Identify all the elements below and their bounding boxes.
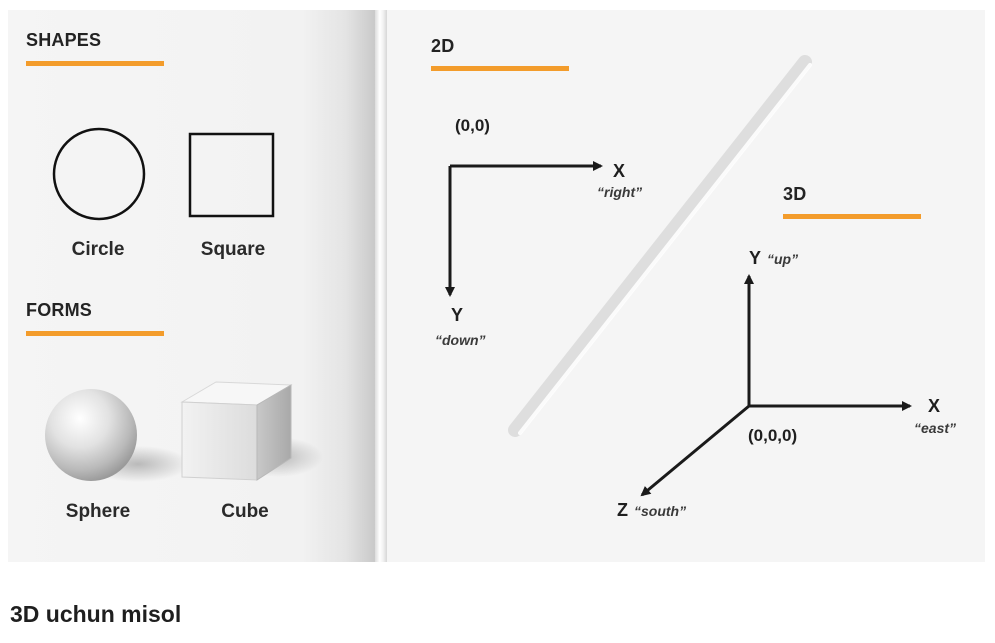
coordinate-systems-panel: 2D (0,0) X “right” Y “down” 3D Y “up” (0… (387, 10, 985, 562)
cube-icon (180, 381, 293, 481)
heading-3d-underline (783, 214, 921, 219)
shapes-heading: SHAPES (26, 30, 102, 50)
axes-2d (445, 161, 603, 297)
square-label: Square (200, 239, 266, 260)
y-axis-2d-letter: Y (451, 305, 464, 325)
cube-label: Cube (221, 501, 269, 522)
circle-label: Circle (71, 239, 125, 260)
diagonal-separator (508, 55, 812, 437)
z-axis-3d-word: “south” (634, 503, 687, 519)
origin-2d-label: (0,0) (455, 116, 490, 135)
heading-2d-underline (431, 66, 569, 71)
coordinate-drawing (445, 55, 912, 497)
panel-divider (375, 10, 387, 562)
shapes-dimensions-figure: SHAPES Circle Square FORMS (8, 10, 985, 562)
heading-3d: 3D (783, 184, 807, 204)
z-axis-3d-letter: Z (617, 500, 628, 520)
forms-heading-underline (26, 331, 164, 336)
y-axis-3d-word: “up” (767, 251, 799, 267)
x-axis-3d-letter: X (928, 396, 941, 416)
forms-heading: FORMS (26, 300, 92, 320)
x-axis-2d-letter: X (613, 161, 626, 181)
figure-caption: 3D uchun misol (10, 601, 182, 627)
heading-2d: 2D (431, 36, 455, 56)
sphere-label: Sphere (65, 501, 131, 522)
y-axis-3d-letter: Y (749, 248, 762, 268)
z-axis-3d (640, 404, 750, 497)
axes-3d (640, 274, 912, 497)
y-axis-2d-word: “down” (435, 332, 486, 348)
sphere-icon (45, 389, 137, 481)
shapes-drawing (52, 127, 275, 221)
shapes-forms-panel: SHAPES Circle Square FORMS (8, 10, 375, 562)
shapes-heading-underline (26, 61, 164, 66)
x-axis-3d-word: “east” (914, 420, 957, 436)
circle-icon (52, 127, 146, 221)
x-axis-2d-word: “right” (597, 184, 643, 200)
square-icon (188, 132, 275, 218)
forms-drawing (45, 381, 323, 482)
origin-3d-label: (0,0,0) (748, 426, 798, 445)
